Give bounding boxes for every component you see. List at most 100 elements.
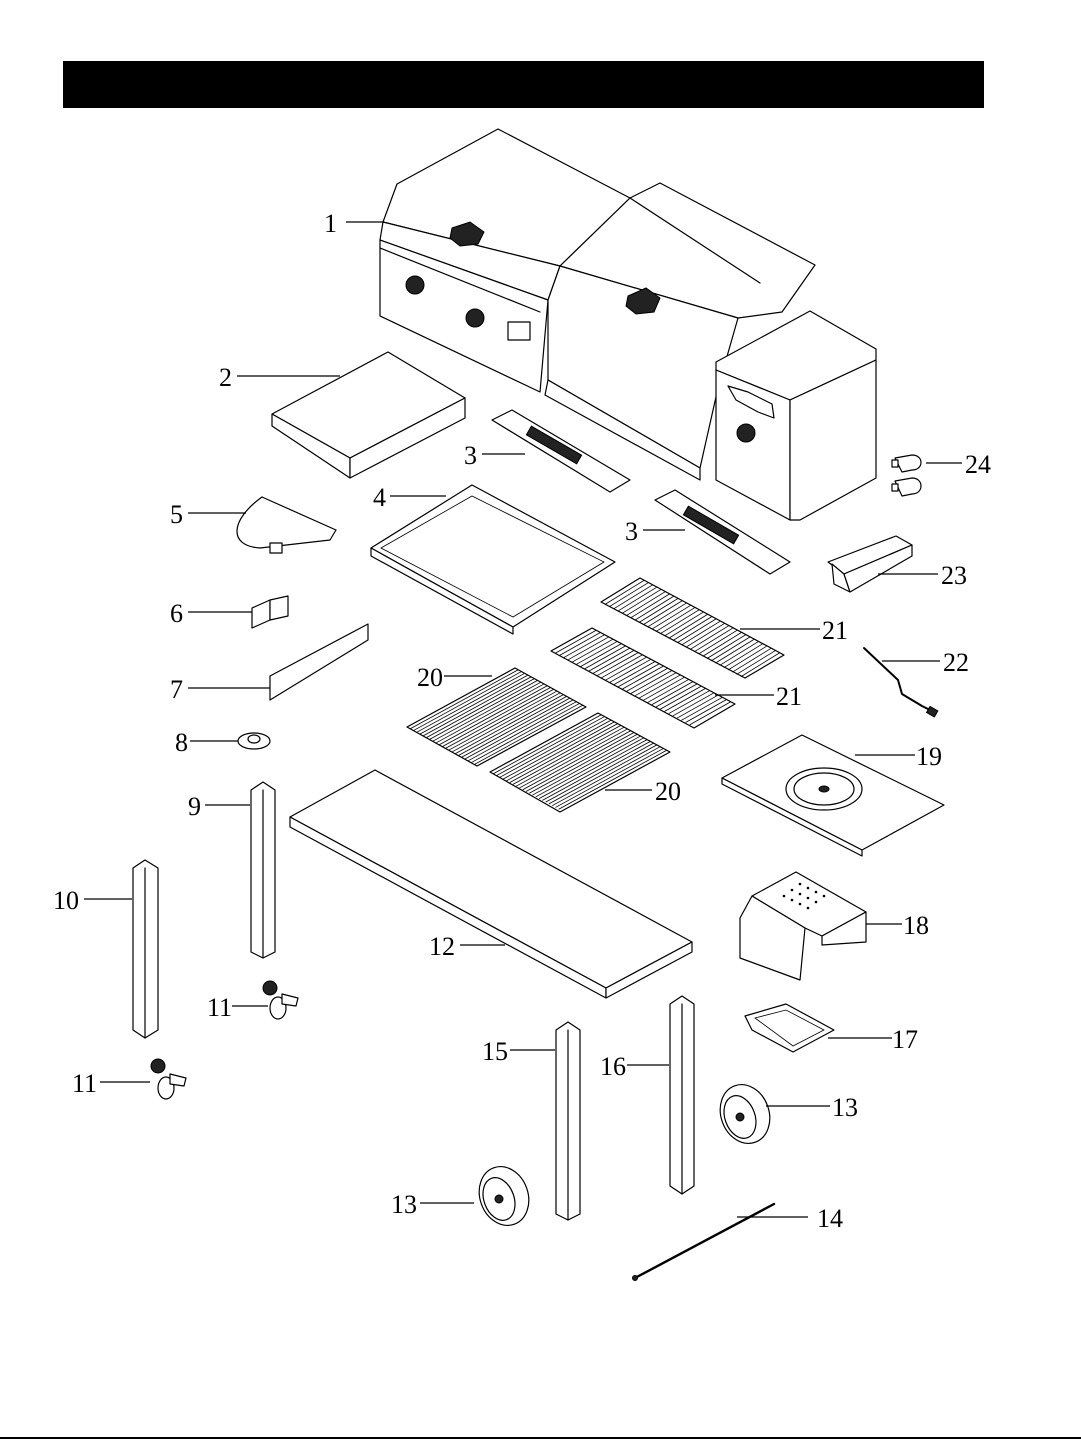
grate-bar: [626, 667, 668, 692]
grate-bar: [643, 676, 685, 701]
grate-bar: [651, 681, 694, 705]
grate-bar: [584, 645, 626, 670]
callout-3b: 3: [625, 517, 685, 546]
grate-bar: [609, 582, 649, 607]
callout-label: 5: [170, 500, 183, 529]
grate-bar: [664, 611, 704, 637]
callout-1: 1: [324, 209, 383, 238]
callout-label: 19: [916, 742, 942, 771]
part-3-handle-b: [654, 489, 791, 575]
part-6-bracket: [251, 595, 289, 629]
grate-bar: [502, 719, 612, 780]
grate-bar: [681, 620, 721, 646]
grate-bar: [660, 685, 702, 710]
grate-bar: [588, 647, 631, 672]
grate-bar: [672, 616, 713, 641]
callout-7: 7: [170, 675, 270, 704]
callout-label: 8: [175, 728, 188, 757]
callout-12: 12: [429, 932, 505, 961]
callout-label: 4: [373, 483, 386, 512]
callout-21a: 21: [740, 616, 848, 645]
callout-label: 6: [170, 599, 183, 628]
grate-bar: [710, 636, 751, 662]
grate-bar: [676, 694, 719, 719]
grate-bar: [451, 692, 561, 753]
grate-bar: [445, 688, 554, 749]
grate-bar: [563, 634, 605, 659]
grate-bar: [639, 674, 681, 699]
grate-bar: [685, 699, 727, 723]
grate-bar: [435, 683, 545, 744]
part-12-bottom-shelf: [289, 769, 693, 999]
grate-bar: [416, 672, 525, 733]
callout-4: 4: [373, 483, 446, 512]
part-22-igniter-rod: [863, 647, 939, 718]
callout-label: 23: [941, 561, 967, 590]
callout-23: 23: [878, 561, 967, 590]
part-4-griddle-plate: [370, 484, 616, 635]
callout-20b: 20: [605, 777, 681, 806]
grate-bar: [515, 726, 625, 787]
grate-bar: [681, 696, 723, 721]
grate-bar: [567, 636, 610, 661]
grate-bar: [732, 647, 772, 673]
grate-bar: [634, 595, 675, 621]
callout-2: 2: [219, 363, 340, 392]
grate-bar: [522, 730, 631, 791]
callout-label: 17: [892, 1025, 918, 1054]
grate-bar: [672, 692, 715, 717]
callout-14: 14: [737, 1204, 843, 1233]
grate-bar: [677, 618, 717, 644]
callout-24: 24: [926, 450, 991, 479]
callout-20a: 20: [417, 663, 492, 692]
grate-bar: [448, 690, 558, 751]
logo-emblem-icon: [449, 221, 485, 247]
grate-bar: [442, 687, 551, 747]
grate-bar: [685, 622, 725, 648]
grate-bar: [719, 641, 759, 666]
grate-bar: [597, 652, 639, 676]
part-16-leg: [669, 995, 695, 1195]
part-23-burn-pot: [827, 535, 913, 593]
grate-bar: [542, 741, 651, 801]
grate-bar: [576, 641, 618, 665]
part-21-grate-a: [600, 577, 785, 679]
callout-label: 20: [655, 777, 681, 806]
grate-bar: [689, 701, 731, 726]
part-13-wheel-b: [478, 1166, 530, 1226]
part-14-axle: [632, 1202, 776, 1281]
callout-label: 24: [965, 450, 991, 479]
grate-bar: [538, 739, 648, 799]
header-bar: [63, 61, 984, 108]
callout-21b: 21: [715, 682, 802, 711]
grate-bar: [651, 604, 692, 630]
callout-label: 3: [464, 441, 477, 470]
callout-13b: 13: [391, 1190, 474, 1219]
grate-bar: [558, 749, 667, 810]
callout-18: 18: [866, 911, 929, 940]
grate-bar: [461, 697, 571, 758]
grate-bar: [545, 742, 654, 803]
grate-bar: [647, 679, 689, 703]
callout-label: 3: [625, 517, 638, 546]
callout-label: 22: [943, 648, 969, 677]
grate-bar: [506, 721, 615, 782]
grate-bar: [622, 665, 664, 690]
grate-bar: [693, 627, 734, 653]
callout-label: 7: [170, 675, 183, 704]
vent-holes: [782, 882, 826, 910]
callout-label: 9: [188, 792, 201, 821]
callout-label: 11: [72, 1069, 97, 1098]
part-5-strap: [236, 496, 337, 554]
grate-bar: [532, 735, 641, 796]
part-11-caster-b: [150, 1058, 187, 1100]
callout-label: 11: [207, 993, 232, 1022]
grate-bar: [525, 732, 635, 792]
grate-bar: [471, 703, 580, 763]
callout-label: 21: [822, 616, 848, 645]
callout-label: 14: [817, 1204, 843, 1233]
grate-bar: [496, 716, 605, 776]
part-10-leg: [132, 859, 159, 1039]
grate-bar: [621, 588, 662, 614]
grate-bar: [626, 591, 666, 616]
